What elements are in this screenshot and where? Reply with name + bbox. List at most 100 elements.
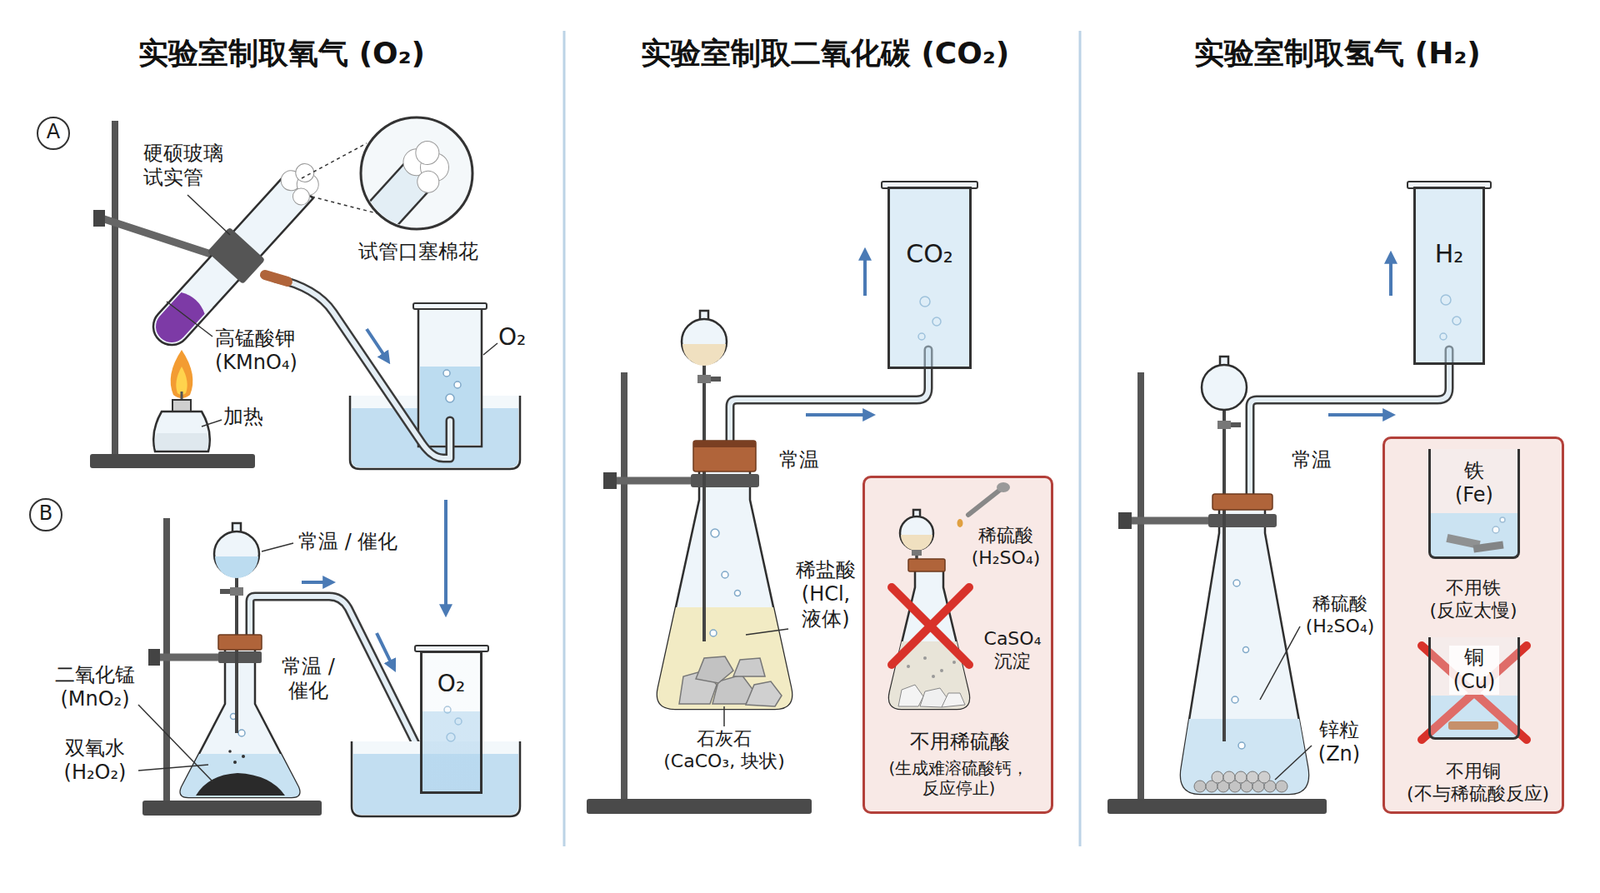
warning-panel — [908, 559, 945, 572]
bubble — [443, 370, 450, 377]
gas-jar: CO₂ — [887, 186, 972, 370]
conical-flask — [1235, 771, 1247, 784]
circled-letter: A — [36, 116, 70, 150]
conical-flask — [657, 607, 792, 710]
separatory-funnel — [215, 556, 259, 579]
conical-flask — [1223, 771, 1235, 784]
flow-arrow — [1389, 260, 1393, 296]
part-label: 双氧水 (H₂O₂) — [48, 736, 142, 786]
warning-panel — [952, 660, 956, 665]
flow-arrow — [1328, 413, 1387, 417]
conical-flask — [1246, 771, 1259, 784]
separatory-funnel — [1217, 420, 1231, 430]
iron-stand — [586, 372, 812, 815]
iron-stand — [142, 800, 322, 816]
delivery-tube — [275, 278, 450, 459]
zoom-circle — [301, 117, 473, 240]
leader-line — [745, 629, 789, 635]
conical-flask — [180, 649, 300, 798]
leader-line — [723, 706, 725, 727]
iron-stand — [90, 454, 255, 469]
condition-label: 常温 / 催化 — [275, 655, 342, 705]
conical-flask — [695, 656, 734, 684]
alcohol-lamp — [175, 366, 187, 395]
alcohol-lamp — [172, 400, 191, 412]
warning-panel — [911, 550, 922, 556]
alcohol-lamp — [170, 350, 194, 399]
separatory-funnel — [1212, 494, 1273, 510]
flow-arrow — [301, 582, 392, 665]
separatory-funnel — [230, 587, 244, 596]
condition-label: 加热 — [223, 405, 267, 430]
test-tube — [206, 227, 265, 285]
node-text: H₂ — [1415, 239, 1483, 270]
test-tube — [291, 160, 318, 186]
separatory-funnel — [702, 364, 706, 642]
leader-line — [261, 543, 294, 552]
delivery-tube — [265, 275, 288, 282]
warning-panel — [862, 475, 1054, 815]
delivery-tube — [275, 278, 450, 459]
alcohol-lamp — [155, 433, 210, 450]
test-tube — [145, 174, 314, 354]
leader-line — [1275, 745, 1312, 780]
warning-panel — [1382, 436, 1565, 815]
iron-stand — [603, 472, 617, 490]
condition-label: 常温 / 催化 — [298, 530, 415, 555]
test-tube — [149, 289, 208, 349]
flow-arrow — [366, 329, 385, 357]
flow-arrow — [1328, 260, 1391, 415]
warning-panel — [1382, 436, 1565, 815]
warning-panel — [862, 475, 1054, 815]
leader-line — [1260, 626, 1300, 700]
section-title: 实验室制取氧气 (O₂) — [15, 35, 549, 72]
zoom-circle — [360, 117, 473, 230]
node-text: 稀硫酸 (H₂SO₄) — [962, 525, 1050, 570]
conical-flask — [1180, 510, 1309, 795]
warning-panel — [900, 516, 934, 550]
conical-flask — [1211, 771, 1224, 784]
leader-line — [166, 195, 498, 427]
part-label: 石灰石 (CaCO₃, 块状) — [661, 728, 787, 774]
conical-flask — [1231, 696, 1239, 704]
separatory-funnel — [682, 344, 726, 366]
separatory-funnel — [1230, 422, 1241, 428]
warning-panel: 不用铁 (反应太慢)不用铜 (不与稀硫酸反应)铁 (Fe)铜 (Cu) — [1382, 436, 1565, 815]
node-text: 不用铜 (不与稀硫酸反应) — [1406, 760, 1540, 806]
separatory-funnel — [214, 523, 262, 734]
leader-line — [138, 543, 294, 782]
separatory-funnel — [710, 376, 721, 382]
zoom-circle — [301, 143, 367, 179]
separatory-funnel — [235, 575, 239, 734]
part-label: 稀硫酸 (H₂SO₄) — [1301, 593, 1379, 639]
conical-flask — [710, 630, 717, 637]
bubble — [445, 394, 455, 403]
node-text: (生成难溶硫酸钙， 反应停止) — [873, 758, 1045, 800]
node-text: 铁 (Fe) — [1449, 459, 1500, 509]
section-divider — [563, 30, 566, 847]
node-text: CaSO₄ 沉淀 — [975, 628, 1050, 674]
conical-flask — [218, 651, 262, 664]
warning-panel — [941, 693, 965, 708]
iron-stand — [1107, 799, 1327, 815]
zoom-circle — [410, 136, 445, 170]
node-text: A — [38, 120, 69, 145]
conical-flask — [1243, 647, 1250, 654]
section-divider — [564, 30, 1080, 847]
conical-flask — [1275, 780, 1288, 793]
iron-stand — [1130, 517, 1210, 525]
flow-arrow — [863, 256, 867, 296]
separatory-funnel — [1201, 365, 1247, 410]
beaker: 铁 (Fe) — [1428, 449, 1520, 560]
flow-arrow — [805, 256, 867, 415]
iron-stand — [1137, 372, 1145, 801]
conical-flask — [1194, 780, 1206, 793]
conical-flask — [710, 529, 720, 538]
separatory-funnel — [693, 440, 756, 448]
separatory-funnel — [1201, 356, 1273, 742]
iron-stand — [163, 518, 170, 806]
conical-flask — [721, 571, 729, 579]
flow-arrow — [366, 329, 446, 609]
node-text: 不用铁 (反应太慢) — [1419, 577, 1528, 623]
separatory-funnel — [681, 310, 756, 642]
